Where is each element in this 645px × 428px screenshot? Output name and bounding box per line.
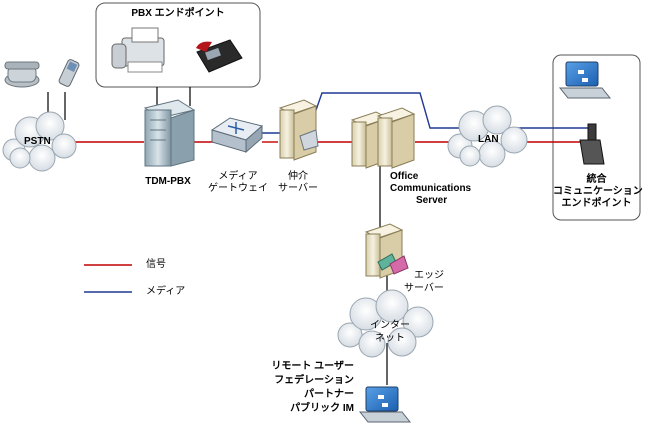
internet-label-2: ネット (375, 333, 405, 344)
remote-list-line-1: リモート ユーザー (271, 361, 354, 372)
ocs-label-2: Communications (390, 183, 472, 194)
media-gateway-icon (210, 117, 264, 154)
ocs-server-icon (350, 107, 416, 169)
mediation-server-label-1: 仲介 (288, 171, 308, 182)
ocs-label-3: Server (416, 195, 448, 206)
tdm-pbx-label: TDM-PBX (145, 176, 191, 187)
legend-media-label: メディア (146, 286, 186, 297)
pstn-label: PSTN (24, 136, 51, 147)
unified-endpoint-label-2: コミュニケーション (553, 186, 643, 197)
tdm-pbx-icon (143, 99, 196, 167)
lan-cloud (447, 105, 528, 168)
laptop-icon (558, 61, 612, 99)
vertical-connectors (47, 87, 388, 385)
fax-icon (111, 27, 165, 73)
remote-list-line-4: パブリック IM (290, 403, 354, 414)
unified-endpoint-label-1: 統合 (586, 174, 607, 185)
edge-server-label-1: エッジ (414, 270, 444, 281)
mobile-phone-icon (58, 59, 80, 87)
lan-label: LAN (478, 134, 499, 145)
remote-laptop-icon (358, 386, 412, 423)
internet-label-1: インター (370, 320, 410, 331)
pbx-endpoint-title: PBX エンドポイント (131, 8, 225, 19)
media-gateway-label-1: メディア (218, 171, 258, 182)
edge-server-label-2: サーバー (404, 283, 444, 294)
remote-list-line-2: フェデレーション (274, 375, 354, 386)
pstn-cloud (2, 111, 77, 172)
internet-cloud (337, 289, 434, 358)
mediation-server-label-2: サーバー (278, 183, 318, 194)
ip-phone-icon (579, 123, 605, 165)
unified-endpoint-label-3: エンドポイント (561, 198, 632, 209)
ocs-label-1: Office (390, 171, 419, 182)
legend-signal-label: 信号 (146, 259, 166, 270)
desk-phone-icon (196, 39, 243, 73)
remote-list-line-3: パートナー (304, 389, 354, 400)
media-gateway-label-2: ゲートウェイ (208, 183, 268, 194)
mediation-server-icon (278, 99, 319, 161)
analog-phone-icon (4, 61, 40, 88)
edge-server-icon (364, 223, 409, 279)
